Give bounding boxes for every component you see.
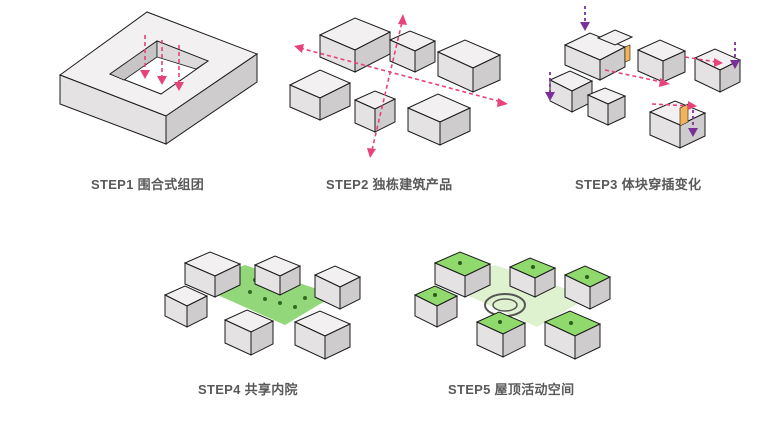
step3-blocks [545, 6, 742, 149]
step1-ring-block [58, 11, 259, 145]
step4-caption: STEP4 共享内院 [198, 382, 298, 397]
step5-blocks [413, 251, 612, 360]
step4-blocks [163, 251, 362, 360]
step5-diagram: STEP5 屋顶活动空间 [405, 225, 625, 397]
step2-caption: STEP2 独栋建筑产品 [326, 177, 453, 192]
step1-diagram: STEP1 围合式组团 [45, 0, 275, 192]
step1-arrows [144, 35, 180, 84]
step3-purple-arrows [549, 6, 736, 128]
step5-caption: STEP5 屋顶活动空间 [448, 382, 575, 397]
step1-caption: STEP1 围合式组团 [91, 177, 205, 192]
step4-diagram: STEP4 共享内院 [155, 225, 375, 397]
step2-arrows [299, 21, 503, 151]
step2-blocks [288, 14, 508, 158]
step3-pink-arrows [604, 56, 717, 107]
step2-diagram: STEP2 独栋建筑产品 [280, 0, 520, 192]
step3-diagram: STEP3 体块穿插变化 [530, 0, 760, 192]
step3-caption: STEP3 体块穿插变化 [575, 177, 702, 192]
